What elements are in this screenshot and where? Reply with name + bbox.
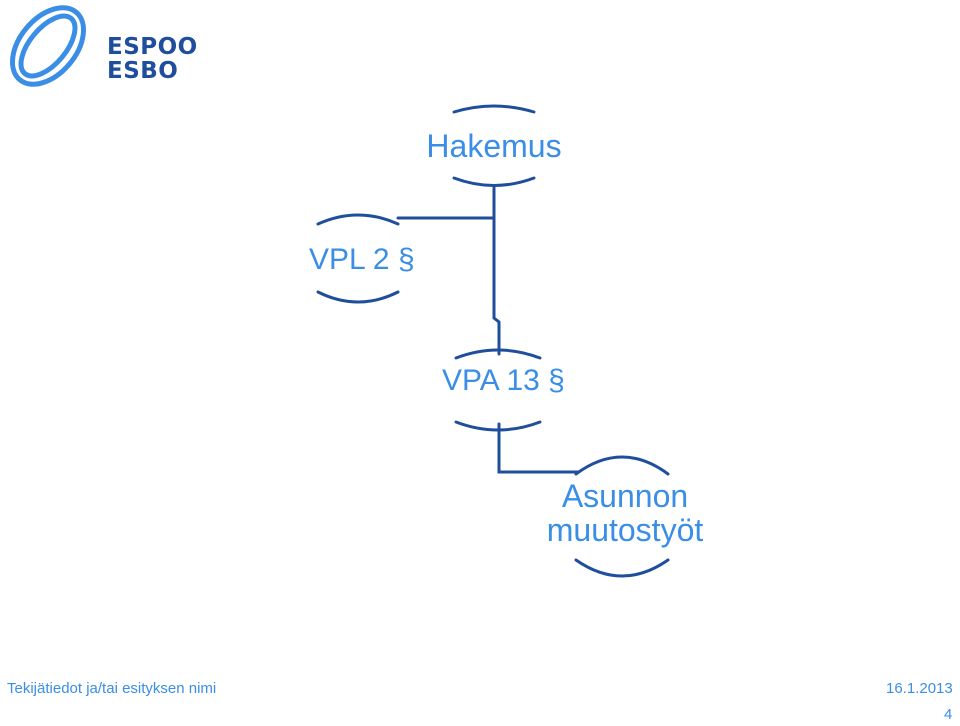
node-hakemus: Hakemus [426,128,562,164]
connector-hakemus-vpa [492,216,501,356]
espoo-logo: ESPOO ESBO [0,0,200,100]
asunnon-top-arc [574,455,670,476]
logo-text-espoo: ESPOO [107,34,198,60]
hakemus-bottom-arc [452,176,536,187]
node-asunnon-line2: muutostyöt [546,512,704,548]
connector-hakemus-vpl [396,184,496,220]
page-number: 4 [944,706,953,723]
hakemus-top-arc [452,104,536,114]
node-vpa: VPA 13 § [442,364,565,397]
logo-text-esbo: ESBO [107,58,179,84]
asunnon-bottom-arc [574,558,670,578]
vpl-bottom-arc [316,290,400,304]
connector-vpa-asunnon [497,422,580,474]
vpl-top-arc [316,213,400,226]
footer-date: 16.1.2013 [886,680,953,697]
node-asunnon-line1: Asunnon [561,478,689,514]
espoo-logo-mark-icon [10,5,86,87]
node-vpl: VPL 2 § [309,243,415,276]
footer-author: Tekijätiedot ja/tai esityksen nimi [7,680,217,697]
